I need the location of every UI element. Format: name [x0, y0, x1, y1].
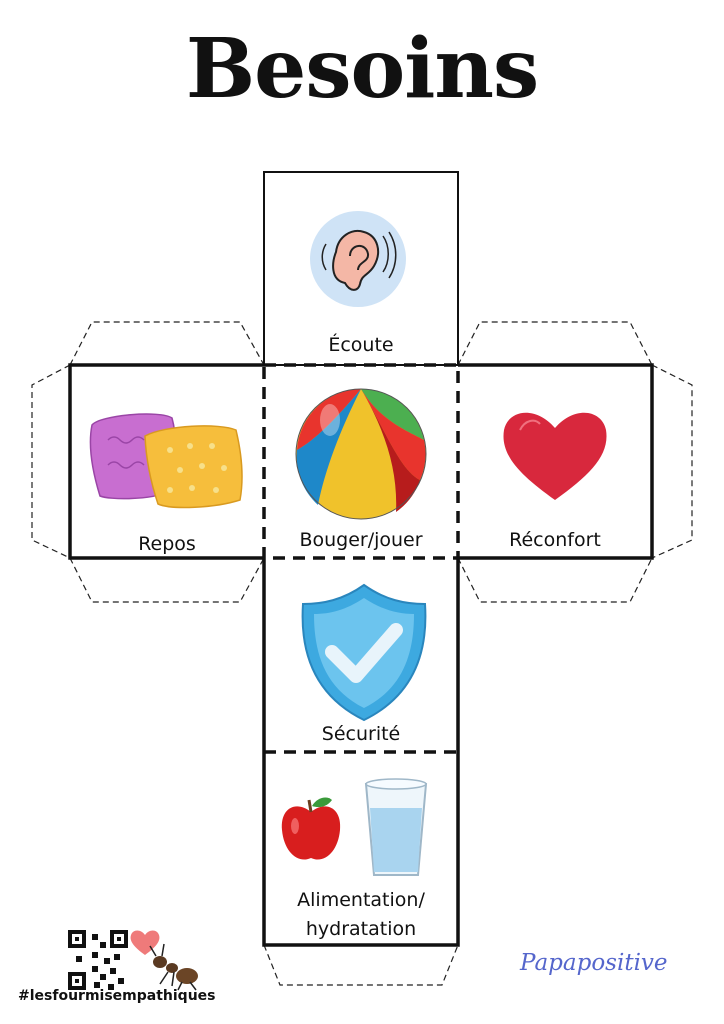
small-heart-icon — [130, 930, 160, 955]
face-label-left: Repos — [138, 533, 196, 555]
qr-code-icon — [68, 930, 128, 990]
face-label-center: Bouger/jouer — [299, 529, 423, 551]
ant-icon — [149, 943, 198, 991]
tab-left-side — [31, 364, 71, 559]
face-right-outline — [458, 363, 654, 560]
tab-right-bottom — [457, 557, 653, 603]
brand-logo: Papapositive — [520, 950, 668, 976]
hashtag-text: #lesfourmisempathiques — [18, 988, 216, 1004]
face-label-bottom-line2: hydratation — [305, 918, 417, 940]
face-center-fold — [262, 363, 460, 560]
pillows-icon — [89, 413, 243, 509]
shield-check-icon — [301, 583, 427, 722]
tab-left-bottom — [69, 557, 265, 603]
tab-right-side — [651, 364, 693, 559]
face-label-top: Écoute — [328, 334, 394, 356]
heart-icon — [503, 412, 607, 500]
tab-right-top — [457, 321, 653, 366]
face-label-bottom-line1: Alimentation/ — [297, 889, 425, 911]
face-top-outline — [263, 171, 459, 366]
face-left-outline — [68, 363, 264, 560]
face-label-middle: Sécurité — [321, 723, 401, 745]
face-label-right: Réconfort — [509, 529, 601, 551]
tab-bottom — [263, 944, 459, 986]
beach-ball-icon — [295, 388, 427, 520]
tab-left-top — [69, 321, 265, 366]
page-title: Besoins — [185, 21, 539, 117]
ear-icon — [310, 211, 406, 307]
water-glass-icon — [364, 778, 428, 876]
apple-icon — [281, 797, 341, 860]
